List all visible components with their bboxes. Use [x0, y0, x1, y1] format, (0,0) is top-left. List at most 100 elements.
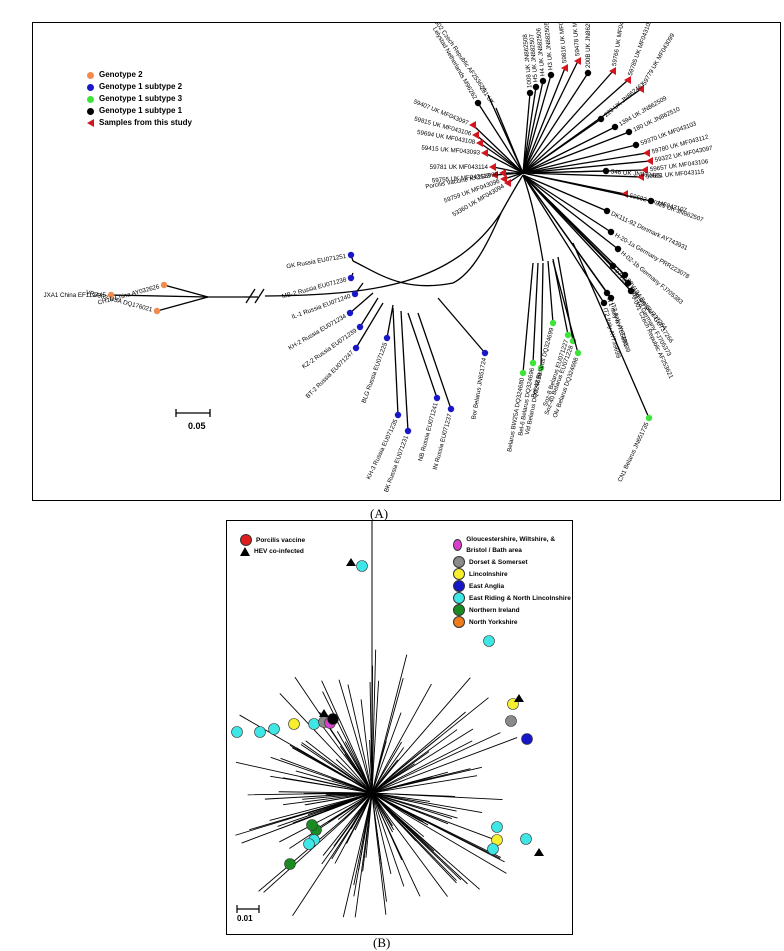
tree-branch: [305, 740, 356, 780]
legend-item: HEV co-infected: [240, 546, 305, 557]
sample-tip-marker: [268, 723, 280, 735]
tree-branch: [371, 792, 385, 821]
tree-branch: [346, 806, 367, 844]
dot-marker-icon: [240, 534, 252, 546]
tree-branch: [371, 762, 381, 794]
study-sample-marker: [637, 173, 644, 181]
sample-tip-marker: [487, 843, 499, 855]
taxon-label: Lelystad Netherlands M96262: [431, 26, 478, 101]
taxon-label: JXA1 China EF112445: [44, 292, 107, 299]
tree-branch: [371, 792, 403, 806]
tree-branch: [371, 785, 400, 794]
taxon-marker: [352, 344, 360, 352]
tree-branch: [503, 172, 524, 180]
tree-branch: [522, 174, 605, 304]
tree-branch: [386, 794, 430, 802]
tree-branch: [353, 817, 368, 886]
tree-branch: [362, 813, 371, 872]
tree-branch: [387, 807, 435, 852]
tree-branch: [302, 794, 355, 800]
study-sample-marker: [481, 149, 488, 157]
tree-branch: [371, 767, 402, 794]
taxon-label: H5 UK JN882507: [528, 33, 539, 82]
tree-branch: [375, 821, 387, 902]
tree-branch: [304, 795, 356, 806]
tree-branch: [404, 809, 502, 858]
taxon-marker: [346, 309, 354, 317]
dot-marker-icon: [453, 616, 465, 628]
tree-branch: [572, 242, 650, 419]
taxon-marker: [602, 167, 610, 175]
tree-branch: [264, 794, 346, 800]
tree-branch: [390, 771, 448, 788]
tree-branch: [346, 783, 373, 794]
tree-branch: [295, 770, 354, 788]
taxon-marker: [647, 197, 655, 205]
taxon-marker: [474, 99, 482, 107]
taxon-marker: [614, 245, 622, 253]
tree-branch: [522, 174, 608, 212]
sample-tip-marker: [288, 718, 300, 730]
study-sample-marker: [469, 121, 476, 129]
tree-branch: [540, 262, 544, 369]
legend-label: Genotype 1 subtype 3: [99, 94, 183, 103]
tree-branch: [360, 792, 373, 798]
tree-branch: [522, 67, 566, 174]
study-sample-marker: [641, 166, 648, 174]
tree-branch: [391, 799, 453, 819]
taxon-label: CN1 Belarus JN651735: [617, 421, 651, 483]
taxon-marker: [645, 414, 653, 422]
sample-tip-marker: [284, 858, 296, 870]
tree-branch: [355, 778, 373, 794]
sample-tip-marker: [356, 560, 368, 572]
taxon-marker: [564, 331, 572, 339]
panel-b-tree-canvas: [231, 521, 544, 918]
panel-a-scale-label: 0.05: [188, 421, 206, 431]
taxon-label: IN Russia EU071237: [432, 413, 454, 471]
study-sample-marker: [491, 171, 498, 179]
legend-label: Lincolnshire: [469, 570, 508, 578]
study-sample-marker: [472, 131, 479, 139]
legend-label: East Riding & North Lincolnshire: [469, 594, 571, 602]
panel-b-legend-regions: Gloucestershire, Wiltshire, & Bristol / …: [453, 534, 572, 628]
tree-branch: [364, 779, 373, 794]
tree-branch: [395, 816, 468, 885]
tree-branch: [522, 131, 630, 174]
tree-branch: [359, 297, 379, 328]
tree-branch: [404, 810, 505, 863]
tree-branch: [399, 766, 482, 787]
tree-branch: [417, 312, 452, 410]
tree-branch: [552, 260, 579, 354]
legend-item: Porcilis vaccine: [240, 534, 305, 546]
legend-item: East Riding & North Lincolnshire: [453, 592, 572, 604]
taxon-marker: [356, 323, 364, 331]
tree-branch: [408, 737, 518, 779]
tree-branch: [292, 825, 353, 916]
sample-tip-marker: [521, 733, 533, 745]
taxon-marker: [160, 281, 168, 289]
dot-marker-icon: [453, 580, 465, 592]
legend-label: Dorset & Somerset: [469, 558, 528, 566]
tree-branch: [522, 152, 648, 174]
dot-marker-icon: [87, 107, 94, 115]
sample-tip-marker: [520, 833, 532, 845]
tree-branch: [522, 86, 537, 174]
caption-b: (B): [373, 935, 391, 950]
sample-tip-marker: [491, 821, 503, 833]
taxon-marker: [404, 427, 412, 435]
study-sample-marker: [609, 67, 616, 75]
triangle-marker-icon: [87, 119, 94, 127]
tree-branch: [354, 825, 369, 918]
tree-branch: [324, 797, 361, 811]
tree-branch: [398, 818, 480, 890]
tree-branch: [371, 778, 398, 794]
tree-branch: [395, 711, 466, 773]
tree-branch: [369, 682, 372, 764]
caption-a: (A): [370, 506, 389, 521]
taxon-marker: [584, 69, 592, 77]
tree-branch: [386, 683, 432, 765]
tree-branch: [348, 766, 373, 794]
study-sample-marker: [574, 57, 581, 65]
tree-branch: [407, 312, 438, 399]
